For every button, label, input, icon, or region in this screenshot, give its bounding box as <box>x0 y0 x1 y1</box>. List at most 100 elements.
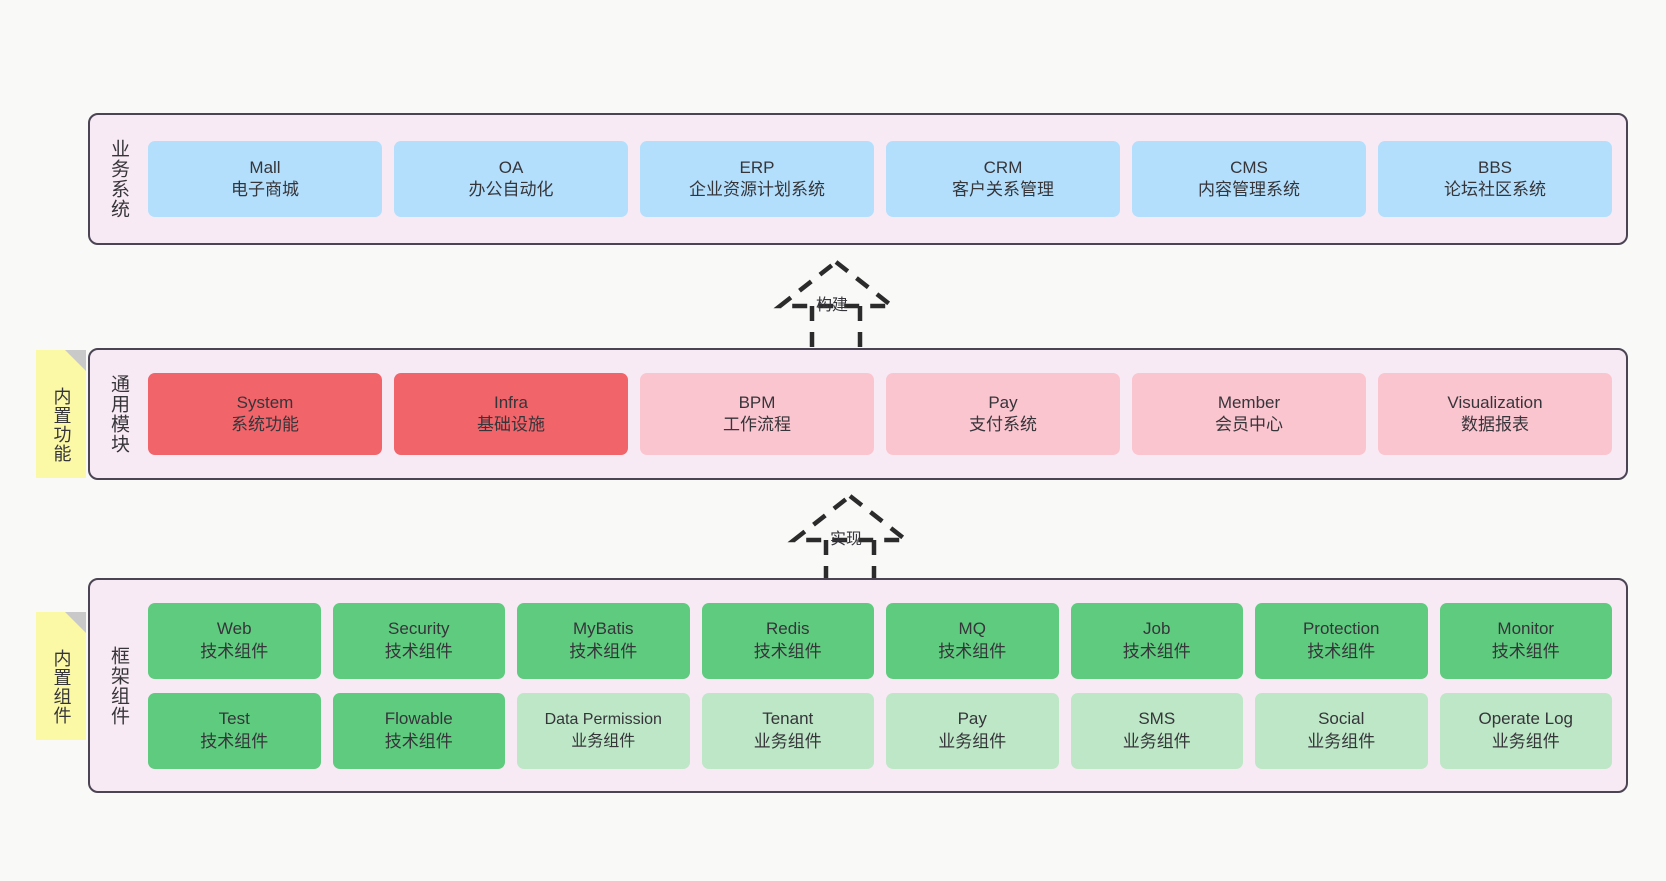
card-flowable[interactable]: Flowable 技术组件 <box>332 692 505 769</box>
card-subtitle: 技术组件 <box>200 731 269 751</box>
card-title: SMS <box>1138 709 1176 729</box>
card-security[interactable]: Security 技术组件 <box>332 602 505 679</box>
card-title: System <box>236 392 294 412</box>
framework-components-card-list: Web 技术组件 Security 技术组件 MyBatis 技术组件 Redi… <box>140 580 1626 791</box>
card-title: Member <box>1217 392 1281 412</box>
card-title: Social <box>1318 709 1365 729</box>
card-subtitle: 客户关系管理 <box>952 180 1054 199</box>
card-infra[interactable]: Infra 基础设施 <box>394 373 628 455</box>
card-pay-module[interactable]: Pay 支付系统 <box>886 373 1120 455</box>
card-subtitle: 电子商城 <box>231 180 299 199</box>
card-tenant[interactable]: Tenant 业务组件 <box>701 692 874 769</box>
generalization-arrowhead-icon <box>773 259 899 309</box>
generalization-stem-icon <box>823 540 877 584</box>
card-system[interactable]: System 系统功能 <box>148 373 382 455</box>
card-pay-component[interactable]: Pay 业务组件 <box>886 692 1059 769</box>
card-erp[interactable]: ERP 企业资源计划系统 <box>640 141 874 217</box>
card-title: CRM <box>983 157 1023 177</box>
common-modules-card-list: System 系统功能 Infra 基础设施 BPM 工作流程 Pay 支付系统… <box>140 350 1626 478</box>
connector-build: 构建 <box>756 258 916 350</box>
card-title: Infra <box>493 392 529 412</box>
card-mall[interactable]: Mall 电子商城 <box>148 141 382 217</box>
card-web[interactable]: Web 技术组件 <box>148 602 321 679</box>
card-subtitle: 基础设施 <box>477 415 545 434</box>
framework-row-technical: Web 技术组件 Security 技术组件 MyBatis 技术组件 Redi… <box>148 602 1612 679</box>
note-fold-icon <box>65 350 86 371</box>
card-test[interactable]: Test 技术组件 <box>148 692 321 769</box>
card-subtitle: 技术组件 <box>384 731 453 751</box>
note-fold-icon <box>65 612 86 633</box>
generalization-stem-icon <box>809 306 863 350</box>
card-title: MQ <box>958 619 986 639</box>
card-title: BPM <box>738 392 776 412</box>
card-title: Monitor <box>1497 619 1555 639</box>
card-bbs[interactable]: BBS 论坛社区系统 <box>1378 141 1612 217</box>
business-systems-card-list: Mall 电子商城 OA 办公自动化 ERP 企业资源计划系统 CRM 客户关系… <box>140 115 1626 243</box>
card-redis[interactable]: Redis 技术组件 <box>701 602 874 679</box>
card-subtitle: 技术组件 <box>384 641 453 661</box>
card-mybatis[interactable]: MyBatis 技术组件 <box>517 602 690 679</box>
card-subtitle: 技术组件 <box>1122 641 1191 661</box>
card-subtitle: 业务组件 <box>1307 731 1376 751</box>
card-title: MyBatis <box>573 619 634 639</box>
card-subtitle: 办公自动化 <box>468 180 554 199</box>
framework-row-business: Test 技术组件 Flowable 技术组件 Data Permission … <box>148 692 1612 769</box>
card-monitor[interactable]: Monitor 技术组件 <box>1439 602 1612 679</box>
layer-title-framework-components: 框架组件 <box>108 645 130 726</box>
card-subtitle: 技术组件 <box>938 641 1007 661</box>
card-title: Tenant <box>762 709 814 729</box>
card-subtitle: 技术组件 <box>753 641 822 661</box>
card-title: Job <box>1143 619 1171 639</box>
card-title: Security <box>388 619 450 639</box>
card-subtitle: 企业资源计划系统 <box>689 180 825 199</box>
card-subtitle: 业务组件 <box>753 731 822 751</box>
card-subtitle: 数据报表 <box>1461 415 1529 434</box>
card-cms[interactable]: CMS 内容管理系统 <box>1132 141 1366 217</box>
card-protection[interactable]: Protection 技术组件 <box>1255 602 1428 679</box>
card-visualization[interactable]: Visualization 数据报表 <box>1378 373 1612 455</box>
card-sms[interactable]: SMS 业务组件 <box>1070 692 1243 769</box>
card-social[interactable]: Social 业务组件 <box>1255 692 1428 769</box>
card-title: Mall <box>249 157 281 177</box>
card-title: OA <box>498 157 524 177</box>
connector-implement-label: 实现 <box>830 531 863 548</box>
card-title: Web <box>216 619 252 639</box>
card-crm[interactable]: CRM 客户关系管理 <box>886 141 1120 217</box>
card-title: Redis <box>766 619 810 639</box>
card-subtitle: 业务组件 <box>938 731 1007 751</box>
card-job[interactable]: Job 技术组件 <box>1070 602 1243 679</box>
card-title: Operate Log <box>1478 709 1573 729</box>
card-mq[interactable]: MQ 技术组件 <box>886 602 1059 679</box>
card-subtitle: 会员中心 <box>1215 415 1283 434</box>
card-bpm[interactable]: BPM 工作流程 <box>640 373 874 455</box>
card-subtitle: 技术组件 <box>1491 641 1560 661</box>
note-builtin-features: 内置功能 <box>36 350 86 478</box>
card-title: Visualization <box>1447 392 1543 412</box>
connector-implement: 实现 <box>770 492 930 584</box>
card-subtitle: 业务组件 <box>1491 731 1560 751</box>
card-title: BBS <box>1477 157 1513 177</box>
connector-build-label: 构建 <box>816 297 849 314</box>
layer-title-common-modules: 通用模块 <box>108 374 130 454</box>
card-subtitle: 工作流程 <box>723 415 791 434</box>
card-title: Data Permission <box>544 711 662 729</box>
layer-common-modules: 通用模块 System 系统功能 Infra 基础设施 BPM 工作流程 Pay… <box>88 348 1628 480</box>
card-title: Flowable <box>384 709 453 729</box>
card-operate-log[interactable]: Operate Log 业务组件 <box>1439 692 1612 769</box>
card-title: ERP <box>739 157 775 177</box>
card-subtitle: 技术组件 <box>1307 641 1376 661</box>
card-title: Pay <box>957 709 987 729</box>
card-data-permission[interactable]: Data Permission 业务组件 <box>517 692 690 769</box>
layer-framework-components: 框架组件 Web 技术组件 Security 技术组件 MyBatis 技术组件… <box>88 578 1628 793</box>
card-subtitle: 论坛社区系统 <box>1444 180 1546 199</box>
card-title: Pay <box>988 392 1018 412</box>
generalization-arrowhead-icon <box>787 493 913 543</box>
layer-title-business-systems: 业务系统 <box>108 139 130 219</box>
note-label: 内置组件 <box>51 649 72 725</box>
card-title: Protection <box>1302 619 1380 639</box>
card-subtitle: 技术组件 <box>200 641 269 661</box>
card-member[interactable]: Member 会员中心 <box>1132 373 1366 455</box>
card-oa[interactable]: OA 办公自动化 <box>394 141 628 217</box>
card-subtitle: 业务组件 <box>571 732 636 750</box>
